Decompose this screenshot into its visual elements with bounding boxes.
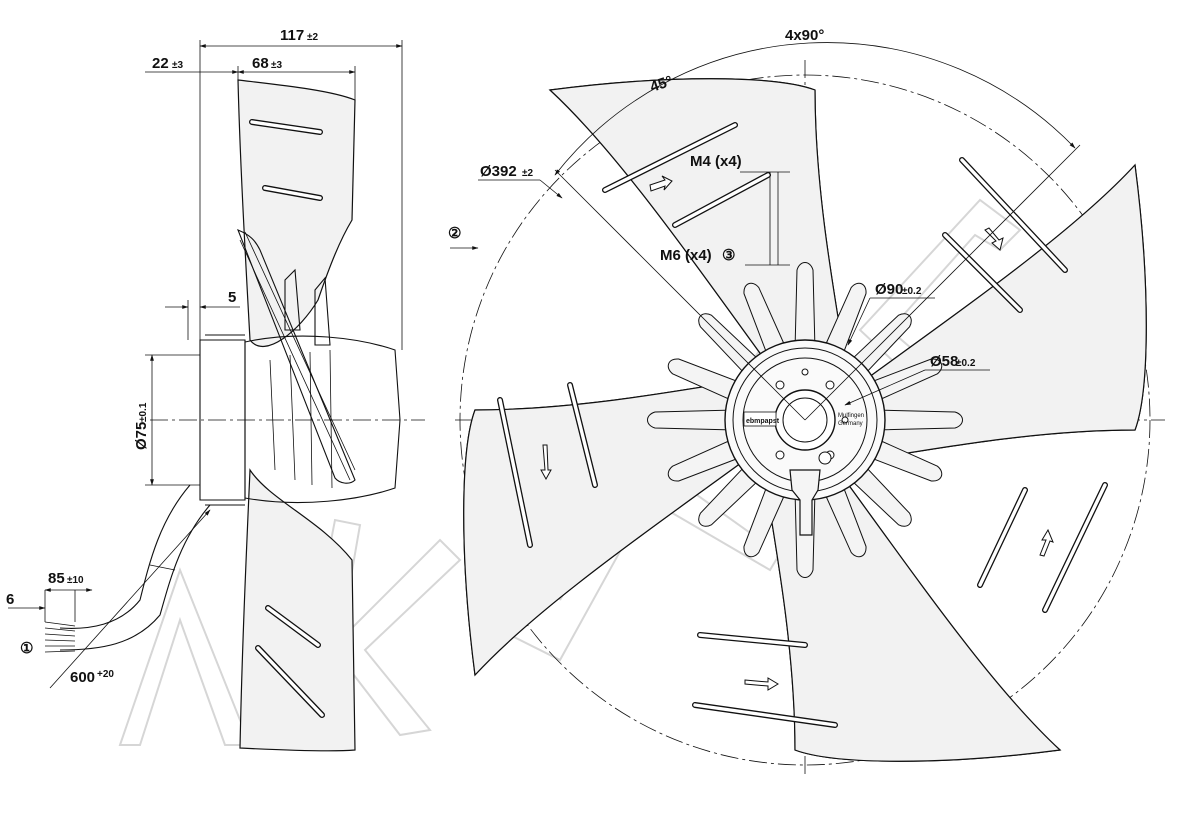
dim-flange: 5 <box>228 289 236 306</box>
side-view: 117 ±2 22 ±3 68 ±3 5 Ø75 ±0.1 6 85 ±10 6… <box>6 27 425 752</box>
callout-thread: ③ <box>722 247 735 264</box>
dim-blade-width: 68 <box>252 55 269 72</box>
dim-inner-circle-tol: ±0.2 <box>956 358 976 369</box>
dim-lead-end: 85 <box>48 570 65 587</box>
side-blade-lower <box>239 468 356 752</box>
dim-cable-length-tol: +20 <box>97 669 114 680</box>
dim-inner-circle: Ø58 <box>930 353 958 370</box>
dim-hub-offset: 22 <box>152 55 169 72</box>
blade-arrows <box>540 175 1054 691</box>
hub-brand: ebmpapst <box>746 418 780 425</box>
dim-hub-offset-tol: ±3 <box>172 60 183 71</box>
dim-blade-pitch: 4x90° <box>785 27 824 44</box>
dim-cable-length: 600 <box>70 669 95 686</box>
blade-slots <box>497 122 1108 728</box>
cable-wires <box>44 621 76 653</box>
dim-outer-diameter: Ø392 <box>480 163 517 180</box>
dim-strip-length: 6 <box>6 591 14 608</box>
dim-outer-diameter-tol: ±2 <box>522 168 533 179</box>
cable-connector <box>789 469 821 536</box>
thread-small: M4 (x4) <box>690 153 742 170</box>
front-view: ebmpapst Mulfingen Germany 4x90° 45° Ø39… <box>448 27 1165 775</box>
dim-angle: 45° <box>648 73 675 96</box>
dim-blade-width-tol: ±3 <box>271 60 282 71</box>
hub-origin-line2: Germany <box>838 421 863 427</box>
dim-bolt-circle: Ø90 <box>875 281 903 298</box>
dim-motor-diameter: Ø75 <box>133 422 150 450</box>
dim-overall-width-tol: ±2 <box>307 32 318 43</box>
thread-large: M6 (x4) <box>660 247 712 264</box>
dim-motor-diameter-tol: ±0.1 <box>138 402 149 422</box>
dim-lead-end-tol: ±10 <box>67 575 84 586</box>
hub-origin-line1: Mulfingen <box>838 413 864 419</box>
callout-cable: ① <box>20 640 33 657</box>
dim-bolt-circle-tol: ±0.2 <box>902 286 922 297</box>
callout-airflow: ② <box>448 225 461 242</box>
dim-overall-width: 117 <box>280 27 304 44</box>
